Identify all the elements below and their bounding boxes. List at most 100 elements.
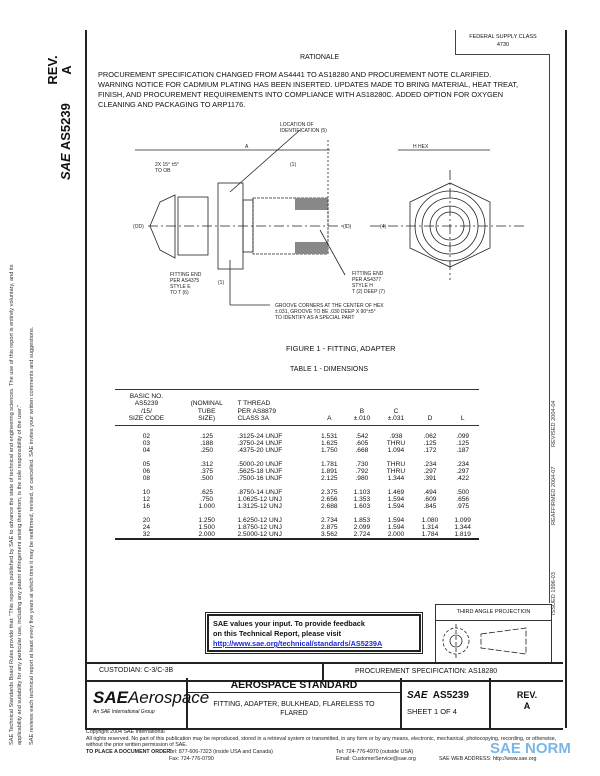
copyright: Copyright 2004 SAE International — [86, 729, 165, 735]
table-cell: .062 — [423, 432, 437, 440]
column-header: D — [413, 389, 447, 426]
table-cell: .845 — [423, 502, 437, 510]
column-header-line: B — [359, 407, 365, 415]
table-cell: 1.891 — [321, 467, 338, 475]
fax: Fax: 724-776-0790 — [169, 755, 214, 762]
table-cell: .938 — [389, 432, 403, 440]
table-cell: .125 — [456, 439, 470, 447]
table-cell: 04 — [142, 446, 151, 454]
column-header-line: ±.010 — [353, 415, 371, 423]
table-cell: .750 — [200, 495, 214, 503]
column-header: BASIC NO.AS5239/15/SIZE CODE — [115, 389, 178, 426]
table-cell: THRU — [386, 460, 406, 468]
fsc-label: FEDERAL SUPPLY CLASS — [469, 34, 537, 40]
column-header: A — [312, 389, 346, 426]
rev-cell: REV.A — [491, 678, 563, 728]
label-fitting-left: TO T (6) — [170, 290, 189, 296]
feedback-line-2: on this Technical Report, please visit — [213, 629, 341, 638]
table-cell: .609 — [423, 495, 437, 503]
table-cell: 1.594 — [387, 495, 405, 503]
table-cell: 2.688 — [321, 502, 338, 510]
table-cell: 1.353 — [353, 495, 371, 503]
table-cell: 1.594 — [387, 523, 405, 531]
label-chamfer-2: TO OB — [155, 168, 171, 174]
table-cell: .542 — [355, 432, 369, 440]
custodian: CUSTODIAN: C-3/C-3B — [99, 667, 174, 674]
logo-sae: SAE — [93, 688, 128, 707]
sae-logo: SAE — [58, 153, 73, 180]
disclaimer-text-1: SAE Technical Standards Board Rules prov… — [9, 264, 23, 745]
label-note-1b: (1) — [218, 280, 224, 286]
feedback-link[interactable]: http://www.sae.org/technical/standards/A… — [213, 639, 383, 648]
table-cell: 1.819 — [454, 530, 471, 538]
table-cell: .7500-16 UNJF — [237, 474, 283, 482]
table-cell: .312 — [200, 460, 214, 468]
table-cell: .125 — [423, 439, 437, 447]
custodian-row: CUSTODIAN: C-3/C-3B PROCUREMENT SPECIFIC… — [85, 662, 563, 682]
table-cell: .5625-18 UNJF — [237, 467, 283, 475]
table-cell: 1.603 — [353, 502, 371, 510]
side-rev: REV.A — [45, 40, 74, 100]
table-cell: .250 — [200, 446, 214, 454]
table-caption: TABLE 1 - DIMENSIONS — [290, 366, 369, 373]
label-fitting-left: STYLE E — [170, 284, 191, 290]
feedback-line-1: SAE values your input. To provide feedba… — [213, 619, 365, 628]
column-header-line: T THREAD — [237, 400, 271, 408]
nut — [177, 196, 209, 256]
third-angle-projection: THIRD ANGLE PROJECTION — [435, 604, 552, 664]
table-cell: 1.099 — [454, 516, 471, 524]
label-h-hex: H HEX — [413, 144, 429, 150]
table-cell: .297 — [456, 467, 470, 475]
column-header-line: /15/ — [140, 407, 152, 415]
table-cell: 2.734 — [321, 516, 338, 524]
table-cell: 20 — [142, 516, 151, 524]
email: Email: CustomerService@sae.org — [336, 755, 416, 762]
web-address[interactable]: SAE WEB ADDRESS: http://www.sae.org — [439, 755, 537, 762]
label-hex: (4) — [380, 224, 386, 230]
table-cell: 1.8750-12 UNJ — [237, 523, 282, 531]
table-cell: THRU — [386, 467, 406, 475]
divider — [322, 664, 324, 680]
page-frame — [85, 30, 567, 728]
column-header: B±.010 — [345, 389, 379, 426]
figure-caption: FIGURE 1 - FITTING, ADAPTER — [286, 344, 396, 353]
column-header-line: TUBE — [197, 407, 216, 415]
table-cell: .172 — [423, 446, 437, 454]
table-cell: 12 — [142, 495, 151, 503]
label-groove: TO IDENTIFY AS A SPECIAL PART — [275, 315, 354, 321]
table-cell: 2.724 — [353, 530, 371, 538]
table-cell: 2.375 — [321, 488, 338, 496]
table-cell: 1.080 — [421, 516, 439, 524]
table-cell: .668 — [355, 446, 369, 454]
table-cell: .375 — [200, 467, 214, 475]
title-cell: AEROSPACE STANDARD FITTING, ADAPTER, BUL… — [188, 678, 402, 728]
side-doc-number: AS5239 — [58, 103, 73, 151]
sae-aerospace-logo: SAEAerospace An SAE International Group — [85, 678, 209, 728]
table-cell: 2.875 — [321, 523, 338, 531]
table-cell: 1.103 — [353, 488, 371, 496]
tel-outside: Tel: 724-776-4970 (outside USA) — [336, 748, 414, 755]
table-cell: .792 — [355, 467, 369, 475]
column-header-line: A — [327, 415, 332, 423]
procurement-spec: PROCUREMENT SPECIFICATION: AS18280 — [355, 668, 498, 675]
table-cell: .980 — [355, 474, 369, 482]
table-cell: 1.781 — [321, 460, 338, 468]
label-id: (ID) — [343, 224, 352, 230]
label-groove: ±.031, GROOVE TO BE .030 DEEP X 90°±5° — [275, 309, 376, 315]
doc-number: AS5239 — [432, 690, 469, 701]
tel-inside: Tel: 877-606-7323 (inside USA and Canada… — [169, 748, 273, 755]
disclaimer: SAE Technical Standards Board Rules prov… — [8, 250, 36, 745]
side-rev-value: A — [59, 65, 74, 75]
table-cell: 06 — [142, 467, 151, 475]
table-cell: 2.125 — [321, 474, 338, 482]
flare-end — [149, 194, 176, 259]
label-chamfer: 2X 15° ±5° — [155, 162, 179, 168]
table-cell: .656 — [456, 495, 470, 503]
